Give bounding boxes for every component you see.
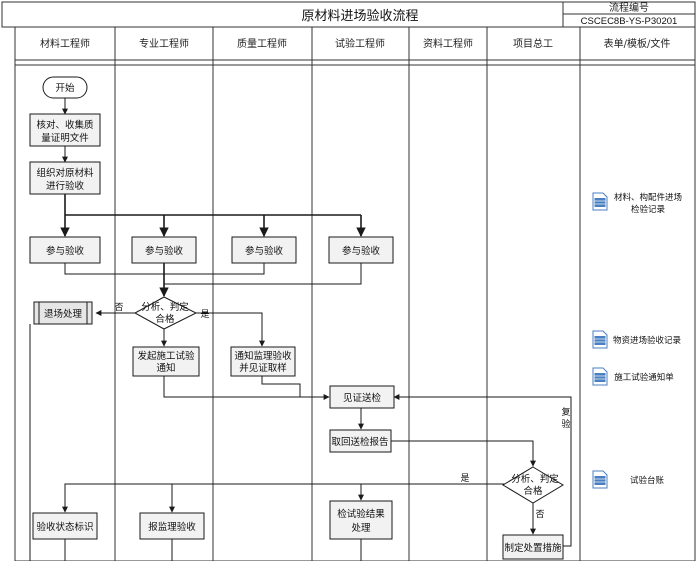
lane-headers: 材料工程师 专业工程师 质量工程师 试验工程师 资料工程师 项目总工 表单/模板… [40, 37, 670, 50]
start-node[interactable]: 开始 [42, 76, 88, 99]
label-yes-1: 是 [200, 309, 209, 320]
decision1-label-line1: 分析、判定 [141, 301, 189, 313]
join-test-label: 参与验收 [342, 245, 381, 257]
verify-label-line2: 量证明文件 [41, 132, 89, 144]
document-icon [592, 330, 608, 349]
notify-supervisor-node[interactable]: 通知监理验收 并见证取样 [230, 346, 296, 377]
label-recheck-line1: 复 [561, 406, 570, 418]
process-code-value: CSCEC8B-YS-P30201 [581, 16, 678, 27]
status-mark-node[interactable]: 验收状态标识 [32, 512, 98, 540]
retrieve-report-node[interactable]: 取回送检报告 [329, 429, 392, 453]
form-label-goods-receipt: 物资进场验收记录 [613, 335, 682, 346]
process-code-label: 流程编号 [609, 1, 649, 14]
lane-header-material-engineer: 材料工程师 [40, 37, 90, 50]
organize-label-line1: 组织对原材料 [36, 167, 94, 179]
measures-node[interactable]: 制定处置措施 [502, 534, 564, 560]
header: 原材料进场验收流程 流程编号 CSCEC8B-YS-P30201 [1, 1, 696, 28]
form-label-material-line1: 材料、构配件进场 [614, 192, 682, 203]
join-quality-label: 参与验收 [245, 245, 284, 257]
decision1-node[interactable]: 分析、判定 合格 [133, 296, 198, 330]
witness-send-label: 见证送检 [343, 392, 382, 404]
retrieve-report-label: 取回送检报告 [331, 436, 388, 448]
document-icon [592, 470, 608, 489]
arrow-recheck [393, 394, 572, 547]
reject-node[interactable]: 退场处理 [33, 301, 93, 325]
lane-header-test-engineer: 试验工程师 [335, 37, 385, 50]
join-material-node[interactable]: 参与验收 [29, 236, 101, 264]
decision2-label-line1: 分析、判定 [511, 473, 559, 485]
label-no-1: 否 [114, 302, 123, 313]
arrow-initiate-to-send [163, 376, 330, 400]
nodes: 开始 核对、收集质 量证明文件 组织对原材料 进行验收 参与验收 参与验收 参与… [29, 76, 564, 560]
form-item-test-ledger[interactable]: 试验台账 [592, 470, 665, 489]
witness-send-node[interactable]: 见证送检 [329, 385, 395, 409]
lane-header-quality-engineer: 质量工程师 [237, 37, 287, 50]
reject-label: 退场处理 [44, 308, 83, 320]
swimlane-frame [14, 26, 696, 561]
form-label-test-notice: 施工试验通知单 [614, 372, 674, 383]
join-material-label: 参与验收 [46, 245, 85, 257]
arrow-decision1-yes [196, 312, 265, 347]
verify-node[interactable]: 核对、收集质 量证明文件 [29, 113, 101, 147]
start-label: 开始 [55, 82, 75, 94]
status-mark-label: 验收状态标识 [36, 521, 93, 533]
join-quality-node[interactable]: 参与验收 [231, 236, 297, 264]
form-label-test-ledger: 试验台账 [630, 475, 665, 486]
label-recheck-line2: 验 [561, 418, 570, 430]
organize-label-line2: 进行验收 [46, 180, 85, 192]
decision2-label-line2: 合格 [523, 485, 543, 497]
lane-header-document-engineer: 资料工程师 [423, 37, 473, 50]
initiate-test-node[interactable]: 发起施工试验 通知 [132, 346, 200, 377]
page-title: 原材料进场验收流程 [301, 8, 418, 24]
form-item-test-notice[interactable]: 施工试验通知单 [592, 367, 674, 386]
connectors [29, 98, 572, 561]
document-icon [592, 192, 608, 211]
line-notify-to-send [261, 376, 301, 397]
line-join-test-merge [164, 263, 362, 285]
organize-node[interactable]: 组织对原材料 进行验收 [29, 161, 101, 195]
form-item-material-inspection[interactable]: 材料、构配件进场 检验记录 [592, 192, 682, 215]
line-join-mat-merge [64, 263, 164, 275]
measures-label: 制定处置措施 [504, 542, 562, 554]
initiate-test-label-line2: 通知 [156, 362, 175, 374]
notify-supervisor-label-line2: 并见证取样 [239, 362, 287, 374]
arrow-retrieve-decision2 [391, 440, 536, 467]
verify-label-line1: 核对、收集质 [36, 119, 94, 131]
label-yes-2: 是 [460, 473, 469, 484]
forms-column: 材料、构配件进场 检验记录 物资进场验收记录 施工试验通知单 [592, 192, 682, 489]
edge-labels: 否 是 是 否 复 验 [114, 302, 570, 520]
initiate-test-label-line1: 发起施工试验 [137, 350, 195, 362]
form-label-material-line2: 检验记录 [631, 204, 666, 215]
test-result-label-line2: 处理 [351, 522, 371, 534]
report-supervisor-label: 报监理验收 [148, 521, 196, 533]
join-test-node[interactable]: 参与验收 [328, 236, 394, 264]
notify-supervisor-label-line1: 通知监理验收 [234, 350, 292, 362]
decision2-node[interactable]: 分析、判定 合格 [502, 466, 564, 504]
document-icon [592, 367, 608, 386]
arrow-decision2-yes-status [62, 483, 508, 513]
join-professional-node[interactable]: 参与验收 [131, 236, 197, 264]
label-no-2: 否 [535, 509, 544, 520]
join-professional-label: 参与验收 [145, 245, 184, 257]
test-result-label-line1: 检试验结果 [337, 508, 385, 520]
lane-header-professional-engineer: 专业工程师 [139, 37, 189, 50]
lane-header-forms: 表单/模板/文件 [604, 37, 671, 50]
form-item-goods-receipt[interactable]: 物资进场验收记录 [592, 330, 682, 349]
line-join-qual-merge [164, 263, 265, 275]
lane-header-chief-engineer: 项目总工 [513, 37, 553, 50]
test-result-node[interactable]: 检试验结果 处理 [329, 500, 393, 540]
decision1-label-line2: 合格 [155, 313, 175, 325]
report-supervisor-node[interactable]: 报监理验收 [139, 512, 205, 540]
